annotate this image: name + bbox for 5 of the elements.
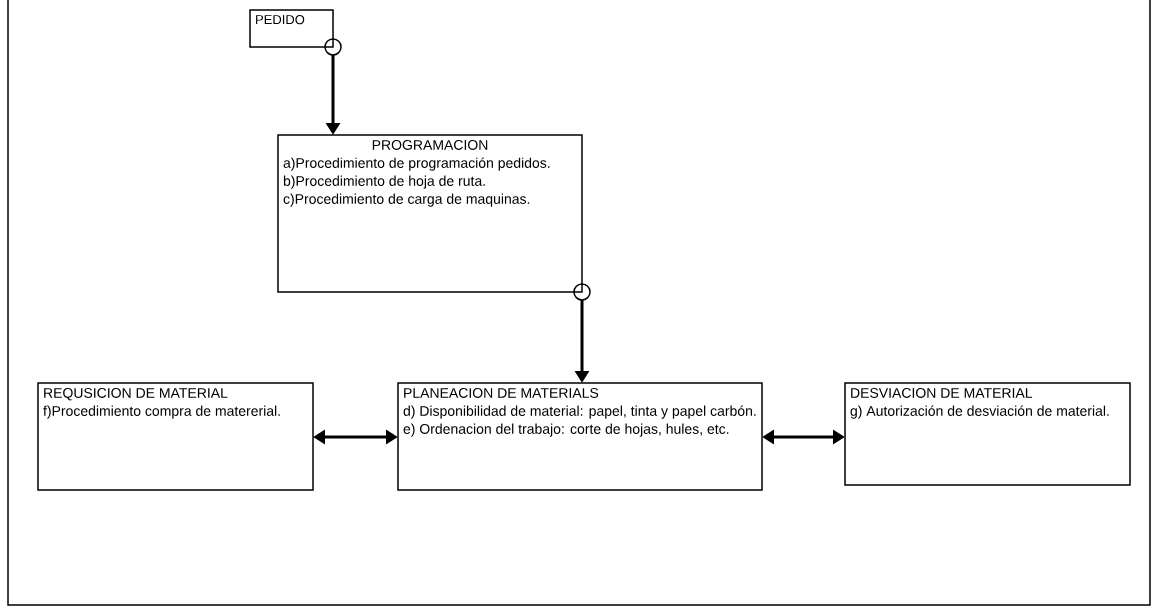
process-box: PEDIDO <box>249 9 334 48</box>
process-box: REQUSICION DE MATERIAL f)Procedimiento compra de matererial. <box>37 382 314 491</box>
process-box: DESVIACION DE MATERIAL g) Autorización de desviación de material. <box>844 382 1131 486</box>
process-box: PLANEACION DE MATERIALS d) Disponibilidad de material: papel, tinta y papel carbón. e) Ordenacion del trabajo: corte de hojas, hules, etc. <box>397 382 763 491</box>
process-box: PROGRAMACION a)Procedimiento de programación pedidos. b)Procedimiento de hoja de ruta. c)Procedimiento de carga de maquinas. <box>277 134 583 293</box>
